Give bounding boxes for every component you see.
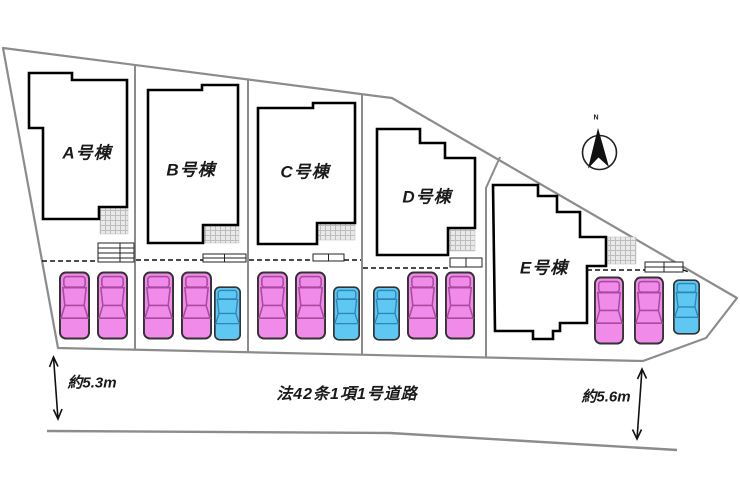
building-c-label: C号棟	[280, 162, 330, 182]
dim-arrow-left	[48, 355, 63, 421]
car-blue-lot-D	[373, 286, 401, 341]
building-e-footprint	[491, 183, 608, 341]
car-blue-lot-C	[333, 286, 361, 341]
hatch-lot-b	[203, 225, 240, 244]
gate-lot-d	[449, 257, 483, 268]
building-a-footprint	[27, 71, 129, 221]
car-blue-lot-B	[214, 286, 242, 341]
building-b-label: B号棟	[166, 160, 216, 180]
hatch-lot-a	[99, 207, 129, 235]
dimension-left-label: 約5.3m	[67, 374, 117, 392]
car-pink-lot-B	[143, 271, 175, 340]
divider-d-e	[485, 156, 501, 357]
car-pink-lot-C	[295, 271, 327, 340]
building-e-label: E号棟	[519, 258, 569, 278]
building-d-footprint	[375, 127, 477, 257]
lot-dividers	[134, 66, 501, 357]
compass-n-label: N	[593, 114, 599, 122]
car-pink-lot-D	[445, 271, 476, 340]
building-footprints	[27, 71, 608, 341]
road-edge-line	[46, 429, 678, 452]
dim-arrow-right	[631, 367, 648, 441]
building-c-footprint	[256, 101, 357, 246]
approach-structures	[97, 242, 684, 273]
car-pink-lot-E	[594, 276, 625, 345]
hatch-lot-e	[607, 236, 637, 265]
car-blue-lot-E	[673, 279, 701, 335]
road-label: 法42条1項1号道路	[276, 386, 418, 403]
car-pink-lot-A	[97, 271, 129, 340]
steps-lot-a	[97, 242, 135, 263]
car-pink-lot-E	[634, 276, 665, 345]
parking-dashed-lines	[42, 259, 690, 273]
building-a-label: A号棟	[62, 143, 112, 163]
gate-lot-e	[644, 261, 684, 273]
hatch-lot-c	[316, 222, 356, 241]
car-pink-lot-D	[407, 271, 439, 340]
dimension-right-label: 約5.6m	[581, 388, 631, 406]
building-b-footprint	[146, 83, 240, 245]
car-pink-lot-C	[257, 271, 289, 340]
cars-layer	[59, 271, 701, 345]
gate-lot-c	[312, 253, 345, 262]
car-pink-lot-A	[59, 271, 91, 340]
car-pink-lot-B	[181, 271, 213, 340]
gate-lot-b	[202, 253, 247, 263]
building-d-label: D号棟	[402, 187, 452, 207]
north-arrow	[581, 128, 618, 171]
hatch-lot-d	[447, 228, 476, 252]
dimension-arrows	[48, 355, 648, 441]
